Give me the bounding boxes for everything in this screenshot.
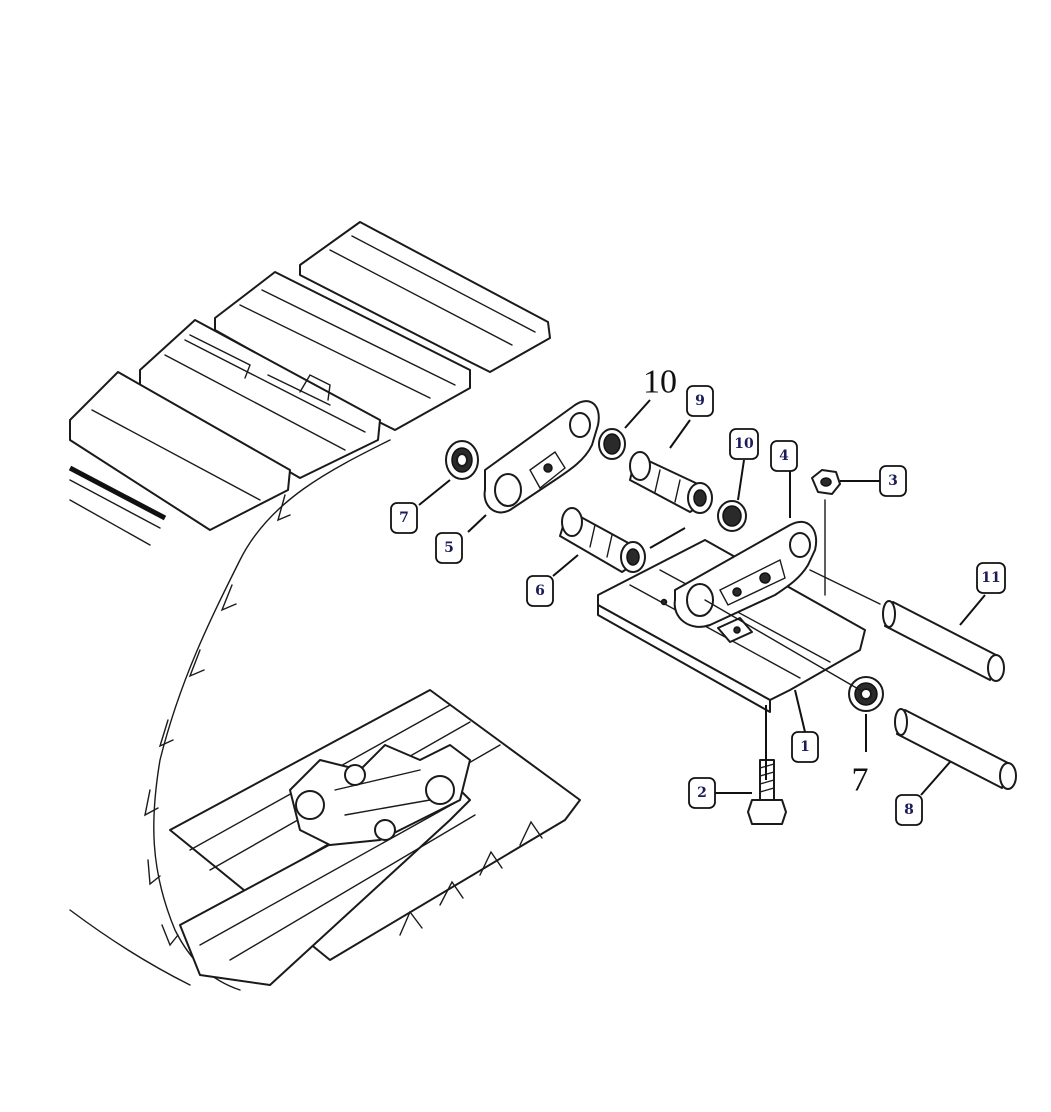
callout-4: 4 — [770, 440, 798, 472]
spacer-part-10-left — [598, 428, 626, 460]
nut-part-3 — [811, 469, 841, 495]
seal-part-7-upper — [445, 440, 479, 480]
track-wrap-outline — [69, 439, 391, 991]
assembly-centerlines — [704, 499, 881, 691]
callout-5: 5 — [435, 532, 463, 564]
track-shoe-bottom — [169, 689, 581, 986]
pin-part-8 — [894, 708, 1017, 790]
leader-lines — [418, 399, 986, 796]
callout-7-label: 7 — [399, 510, 409, 526]
track-edge-strip — [68, 465, 167, 521]
master-link-part-5 — [483, 400, 600, 514]
callout-11: 11 — [976, 562, 1006, 594]
plain-label-10: 10 — [643, 364, 677, 401]
callout-9: 9 — [686, 385, 714, 417]
track-shoe-part-1 — [597, 539, 866, 713]
callout-10-label: 10 — [734, 436, 754, 452]
bushing-part-9 — [629, 451, 713, 514]
callout-8-label: 8 — [904, 802, 914, 818]
callout-10: 10 — [729, 428, 759, 460]
callout-3: 3 — [879, 465, 907, 497]
callout-5-label: 5 — [444, 540, 454, 556]
callout-1: 1 — [791, 731, 819, 763]
callout-4-label: 4 — [779, 448, 789, 464]
master-link-part-4 — [673, 520, 818, 628]
callout-7: 7 — [390, 502, 418, 534]
pin-part-11 — [882, 600, 1005, 682]
spacer-part-10-right — [717, 500, 747, 532]
track-chain-assembly — [68, 221, 581, 991]
callout-6: 6 — [526, 575, 554, 607]
callout-11-label: 11 — [981, 570, 1000, 586]
plain-label-7: 7 — [852, 762, 869, 799]
seal-part-7-lower — [848, 676, 884, 712]
track-shoe-top — [69, 221, 551, 531]
callout-2-label: 2 — [697, 785, 707, 801]
callout-1-label: 1 — [800, 739, 810, 755]
callout-6-label: 6 — [535, 583, 545, 599]
callout-3-label: 3 — [888, 473, 898, 489]
callout-2: 2 — [688, 777, 716, 809]
callout-9-label: 9 — [695, 393, 705, 409]
pin-part-6 — [559, 507, 646, 573]
callout-8: 8 — [895, 794, 923, 826]
